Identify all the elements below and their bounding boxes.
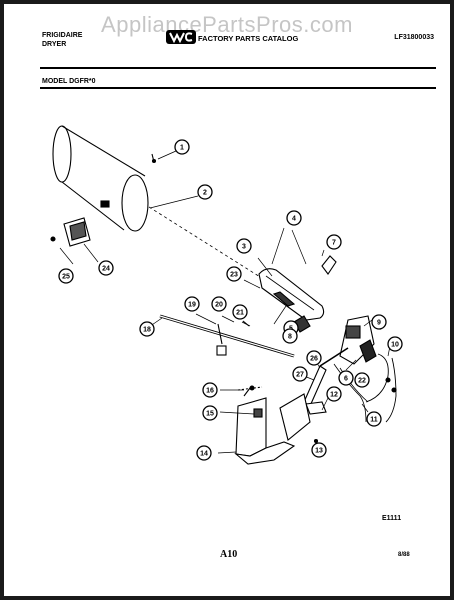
callout-13: 13 xyxy=(311,442,327,458)
callout-4: 4 xyxy=(286,210,302,226)
callout-number: 26 xyxy=(310,356,318,363)
callout-7: 7 xyxy=(326,234,342,250)
callout-number: 19 xyxy=(188,302,196,309)
callout-number: 10 xyxy=(391,342,399,349)
catalog-title: FACTORY PARTS CATALOG xyxy=(198,34,299,43)
callout-number: 4 xyxy=(292,216,296,223)
catalog-number: LF31800033 xyxy=(394,34,434,41)
callout-number: 15 xyxy=(206,411,214,418)
callout-number: 18 xyxy=(143,327,151,334)
callout-23: 23 xyxy=(226,266,242,282)
callout-1: 1 xyxy=(174,139,190,155)
header-rule-bottom xyxy=(40,87,436,89)
callout-6: 6 xyxy=(338,370,354,386)
callout-3: 3 xyxy=(236,238,252,254)
brand-block: FRIGIDAIRE DRYER xyxy=(42,31,82,49)
wci-logo xyxy=(166,30,196,44)
model-number: MODEL DGFR*0 xyxy=(42,78,96,85)
callout-number: 20 xyxy=(215,302,223,309)
callout-number: 25 xyxy=(62,274,70,281)
callout-15: 15 xyxy=(202,405,218,421)
callout-8: 8 xyxy=(282,328,298,344)
callout-number: 9 xyxy=(377,320,381,327)
callout-number: 21 xyxy=(236,310,244,317)
callout-18: 18 xyxy=(139,321,155,337)
callout-number: 8 xyxy=(288,334,292,341)
mounting-bracket xyxy=(234,386,311,465)
burner-rod xyxy=(159,314,295,358)
callout-16: 16 xyxy=(202,382,218,398)
igniter-bracket xyxy=(50,217,91,247)
callout-27: 27 xyxy=(292,366,308,382)
header-rule-top xyxy=(40,67,436,69)
callout-number: 12 xyxy=(330,392,338,399)
callout-number: 24 xyxy=(102,266,110,273)
watermark: AppliancePartsPros.com xyxy=(101,12,353,37)
callout-number: 11 xyxy=(370,417,378,424)
gas-pipe xyxy=(303,347,349,415)
drum-cylinder xyxy=(52,125,149,232)
figure-code: E1111 xyxy=(382,515,402,522)
burner-assembly xyxy=(258,255,337,333)
callout-number: 6 xyxy=(344,376,348,383)
callout-11: 11 xyxy=(366,411,382,427)
callout-number: 22 xyxy=(358,378,366,385)
callout-22: 22 xyxy=(354,372,370,388)
callout-12: 12 xyxy=(326,386,342,402)
callout-number: 3 xyxy=(242,244,246,251)
callout-10: 10 xyxy=(387,336,403,352)
screws xyxy=(151,153,319,444)
callout-25: 25 xyxy=(58,268,74,284)
callout-number: 27 xyxy=(296,372,304,379)
brand-name: FRIGIDAIRE xyxy=(42,32,83,39)
gas-valve xyxy=(339,315,397,423)
callout-24: 24 xyxy=(98,260,114,276)
callout-9: 9 xyxy=(371,314,387,330)
callout-26: 26 xyxy=(306,350,322,366)
page-number: A10 xyxy=(220,549,238,560)
product-type: DRYER xyxy=(42,41,67,48)
catalog-page: AppliancePartsPros.com FRIGIDAIRE DRYER … xyxy=(4,4,450,596)
callout-21: 21 xyxy=(232,304,248,320)
callout-number: 7 xyxy=(332,240,336,247)
callout-number: 14 xyxy=(200,451,208,458)
revision-date: 8/88 xyxy=(398,552,410,558)
callout-number: 16 xyxy=(206,388,214,395)
callout-number: 1 xyxy=(180,145,184,152)
callout-2: 2 xyxy=(197,184,213,200)
callout-number: 23 xyxy=(230,272,238,279)
callout-19: 19 xyxy=(184,296,200,312)
callout-20: 20 xyxy=(211,296,227,312)
exploded-parts-diagram: 1234725242319202151891026627221615121114… xyxy=(50,125,403,465)
callout-number: 2 xyxy=(203,190,207,197)
callout-14: 14 xyxy=(196,445,212,461)
callout-number: 13 xyxy=(315,448,323,455)
callout-balloons: 1234725242319202151891026627221615121114… xyxy=(58,139,403,461)
